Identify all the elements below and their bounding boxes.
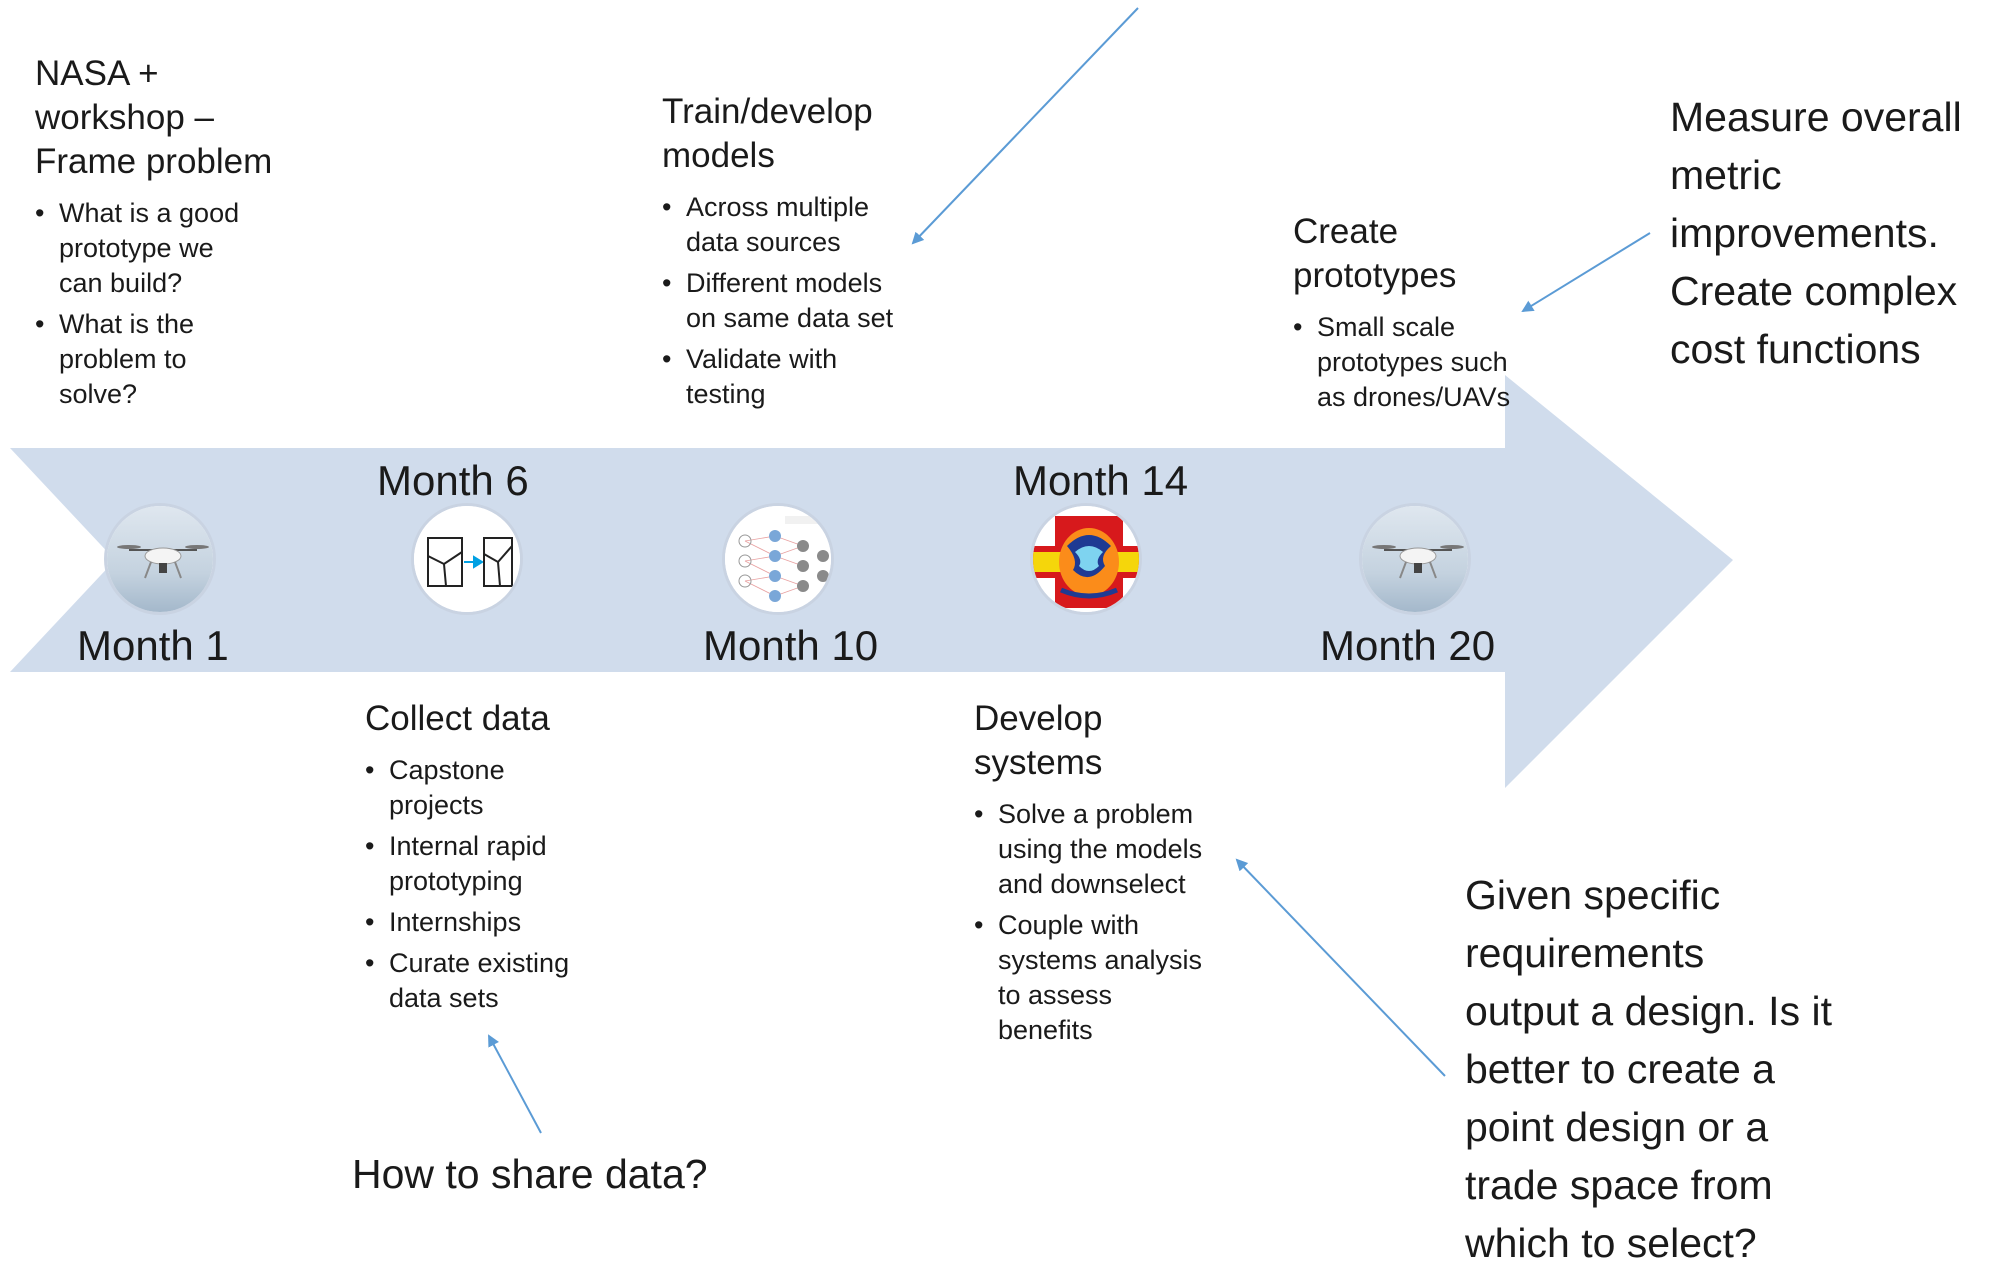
callout-share-data: How to share data? — [352, 1151, 708, 1197]
step-prototypes-title: Create prototypes — [1293, 212, 1457, 295]
milestone-month-1: Month 1 — [77, 622, 229, 669]
step-collect-bullet: Capstone projects — [365, 753, 655, 823]
step-collect-bullet: Internships — [365, 905, 655, 940]
step-collect-bullet: Internal rapid prototyping — [365, 829, 655, 899]
neural-network-icon — [722, 503, 834, 615]
step-frame-bullet: What is the problem to solve? — [35, 307, 325, 412]
pointer-arrow-share — [488, 1034, 542, 1134]
step-train-bullet: Across multiple data sources — [662, 190, 962, 260]
step-frame-bullet: What is a good prototype we can build? — [35, 196, 325, 301]
step-develop-bullet: Solve a problem using the models and dow… — [974, 797, 1264, 902]
step-collect-bullets: Capstone projects Internal rapid prototy… — [365, 753, 655, 1016]
milestone-month-20: Month 20 — [1320, 622, 1496, 669]
step-train-bullets: Across multiple data sources Different m… — [662, 190, 962, 412]
step-develop-systems: Develop systems Solve a problem using th… — [974, 697, 1264, 1054]
step-collect-data: Collect data Capstone projects Internal … — [365, 697, 655, 1022]
step-collect-bullet: Curate existing data sets — [365, 946, 655, 1016]
callout-measure-metrics: Measure overall metric improvements. Cre… — [1670, 94, 1962, 372]
milestone-month-14: Month 14 — [1013, 457, 1189, 504]
step-prototypes-bullet: Small scale prototypes such as drones/UA… — [1293, 310, 1593, 415]
timeline-arrow-shape — [10, 375, 1733, 788]
step-develop-bullets: Solve a problem using the models and dow… — [974, 797, 1264, 1048]
step-prototypes-bullets: Small scale prototypes such as drones/UA… — [1293, 310, 1593, 415]
step-frame-bullets: What is a good prototype we can build? W… — [35, 196, 325, 412]
callout-requirements: Given specific requirements output a des… — [1465, 872, 1832, 1266]
step-train-models: Train/develop models Across multiple dat… — [662, 90, 962, 418]
milestone-month-10: Month 10 — [703, 622, 879, 669]
design-transform-icon — [411, 503, 523, 615]
step-frame-problem: NASA + workshop – Frame problem What is … — [35, 52, 325, 418]
step-collect-title: Collect data — [365, 699, 550, 738]
step-train-bullet: Validate with testing — [662, 342, 962, 412]
step-train-title: Train/develop models — [662, 92, 873, 175]
step-frame-title: NASA + workshop – Frame problem — [35, 54, 273, 181]
step-develop-title: Develop systems — [974, 699, 1103, 782]
step-create-prototypes: Create prototypes Small scale prototypes… — [1293, 210, 1593, 421]
drone-icon — [104, 503, 216, 615]
pointer-arrow-measure — [1521, 232, 1651, 313]
milestone-month-6: Month 6 — [377, 457, 529, 504]
drone-icon — [1359, 503, 1471, 615]
flow-simulation-icon — [1030, 503, 1142, 615]
pointer-arrow-requirements — [1235, 858, 1446, 1077]
step-train-bullet: Different models on same data set — [662, 266, 962, 336]
step-develop-bullet: Couple with systems analysis to assess b… — [974, 908, 1264, 1048]
